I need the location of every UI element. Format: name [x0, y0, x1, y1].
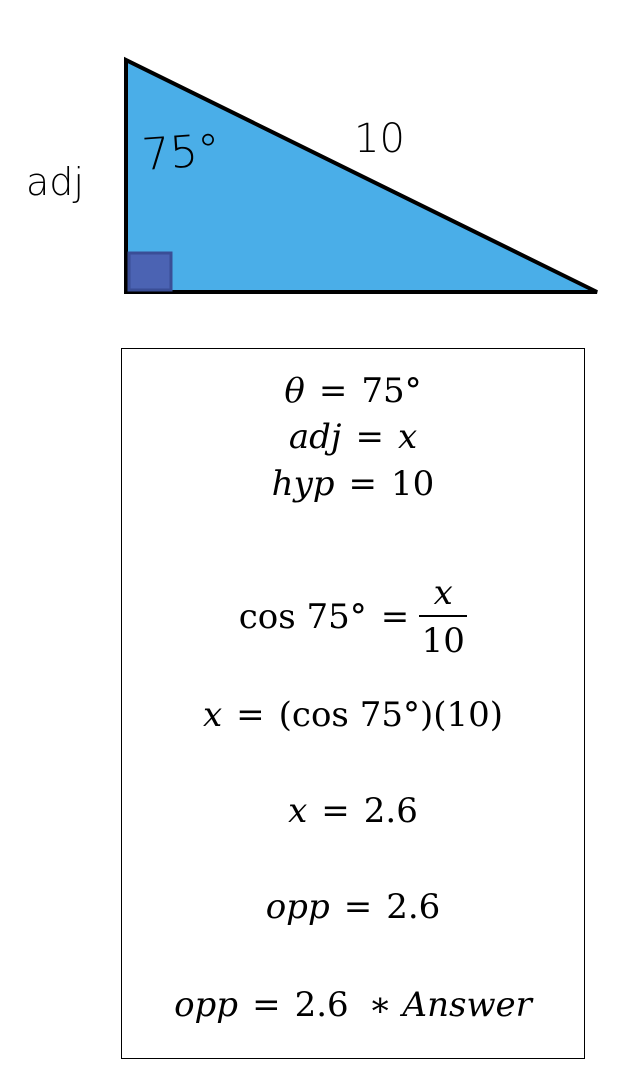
given-adj: adj = x	[122, 417, 584, 457]
equals-sign: =	[318, 371, 348, 411]
equals-sign: =	[252, 985, 281, 1025]
given-theta: θ = 75°	[122, 371, 584, 411]
opp-step: opp = 2.6	[122, 887, 584, 927]
fraction-denominator: 10	[421, 621, 465, 661]
hypotenuse-label: 10	[354, 116, 405, 162]
adj-value: x	[397, 417, 418, 457]
solve-step: x = (cos 75°)(10)	[122, 695, 584, 735]
solution-box: θ=75° adj=x hyp=10 cos 75°= x 10 x=(cos …	[121, 348, 585, 1059]
x-symbol: x	[202, 695, 223, 735]
equals-sign: =	[343, 887, 373, 927]
adjacent-side-label: adj	[26, 160, 84, 204]
fraction-numerator: x	[433, 573, 453, 613]
equals-sign: =	[236, 695, 265, 735]
angle-label: 75°	[140, 125, 221, 181]
cosine-ratio-equation: cos 75° = x 10	[122, 567, 584, 667]
x-value: 2.6	[363, 791, 418, 831]
equals-sign: =	[355, 417, 384, 457]
hyp-value: 10	[391, 464, 435, 504]
given-hyp: hyp = 10	[122, 464, 584, 504]
right-triangle-diagram: 75° 10 adj	[26, 56, 598, 294]
theta-value: 75°	[361, 371, 422, 411]
answer-note: ∗ Answer	[368, 985, 532, 1025]
fraction: x 10	[419, 573, 468, 661]
equals-sign: =	[321, 791, 350, 831]
result-step: x = 2.6	[122, 791, 584, 831]
fraction-bar	[419, 615, 468, 617]
opp-value: 2.6	[386, 887, 441, 927]
right-angle-marker	[127, 251, 173, 292]
equals-sign: =	[348, 464, 378, 504]
solve-expression: (cos 75°)(10)	[278, 695, 504, 735]
equals-sign: =	[380, 597, 410, 637]
x-symbol: x	[288, 791, 308, 831]
right-triangle	[124, 56, 598, 294]
final-answer: opp = 2.6 ∗ Answer	[122, 985, 584, 1025]
answer-value: 2.6	[294, 985, 349, 1025]
cosine-expression: cos 75°	[238, 597, 367, 637]
opp-symbol: opp	[174, 985, 239, 1025]
opp-symbol: opp	[265, 887, 330, 927]
theta-symbol: θ	[284, 371, 305, 411]
adj-symbol: adj	[288, 417, 342, 457]
hyp-symbol: hyp	[271, 464, 335, 504]
